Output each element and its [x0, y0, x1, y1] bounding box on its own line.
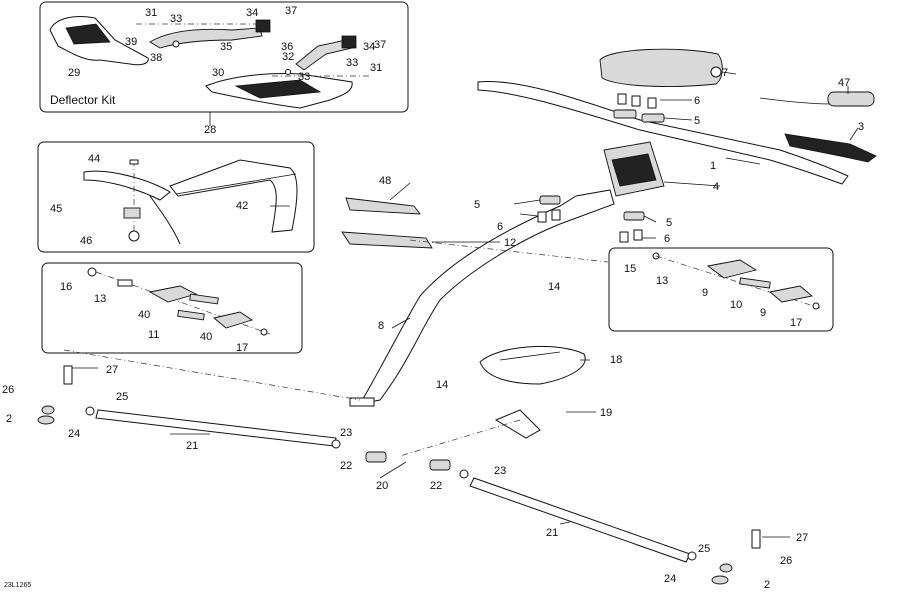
handlebar-part	[477, 81, 877, 185]
callout-27a: 27	[106, 364, 118, 376]
callout-26b: 26	[780, 555, 792, 567]
handlebar-pad-part	[599, 48, 723, 87]
callout-46: 46	[80, 235, 92, 247]
callout-28: 28	[204, 124, 216, 136]
callout-33: 33	[170, 13, 182, 25]
callout-27b: 27	[796, 532, 808, 544]
callout-21a: 21	[186, 440, 198, 452]
callout-48: 48	[379, 175, 391, 187]
callout-2a: 2	[6, 413, 12, 425]
tie-rod-left-part	[95, 409, 337, 447]
callout-34b: 34	[363, 41, 375, 53]
tie-rod-right-part	[469, 477, 691, 563]
callout-39: 39	[125, 36, 137, 48]
callout-40b: 40	[200, 331, 212, 343]
callout-42: 42	[236, 200, 248, 212]
grip-part	[759, 91, 875, 107]
deflector-kit-panel: Deflector Kit	[39, 1, 409, 126]
callout-44: 44	[88, 153, 100, 165]
callout-36: 36	[281, 41, 293, 53]
callout-24a: 24	[68, 428, 80, 440]
callout-11: 11	[148, 329, 159, 341]
callout-19: 19	[600, 407, 612, 419]
callout-31: 31	[145, 7, 157, 19]
callout-18: 18	[610, 354, 622, 366]
callout-4: 4	[713, 181, 719, 193]
callout-5a: 5	[474, 199, 480, 211]
callout-30: 30	[212, 67, 224, 79]
callout-31b: 31	[370, 62, 382, 74]
callout-10: 10	[730, 299, 742, 311]
callout-13a: 13	[94, 293, 106, 305]
callout-6a: 6	[497, 221, 503, 233]
callout-2b: 2	[764, 579, 770, 590]
callout-23b: 23	[494, 465, 506, 477]
right-clamp-detail-panel	[608, 247, 834, 332]
callout-33b: 33	[346, 57, 358, 69]
callout-6b: 6	[664, 233, 670, 245]
callout-23a: 23	[340, 427, 352, 439]
callout-16: 16	[60, 281, 72, 293]
callout-45: 45	[50, 203, 62, 215]
callout-14a: 14	[548, 281, 560, 293]
callout-13b: 13	[656, 275, 668, 287]
callout-38: 38	[150, 52, 162, 64]
callout-25a: 25	[116, 391, 128, 403]
callout-34: 34	[246, 7, 258, 19]
steering-column-part	[349, 189, 615, 407]
callout-1: 1	[710, 160, 716, 172]
callout-8: 8	[378, 320, 384, 332]
callout-37b: 37	[374, 39, 386, 51]
callout-6c: 6	[694, 95, 700, 107]
callout-22b: 22	[430, 480, 442, 492]
top-caps-part	[613, 93, 665, 123]
callout-17b: 17	[790, 317, 802, 329]
leader-lines	[72, 71, 859, 538]
brace-detail-panel	[37, 141, 315, 253]
left-deflector-part	[49, 16, 149, 66]
callout-7: 7	[722, 67, 728, 79]
riser-part	[603, 141, 665, 197]
callout-37: 37	[285, 5, 297, 17]
callout-24b: 24	[664, 573, 676, 585]
callout-9a: 9	[702, 287, 708, 299]
callout-26a: 26	[2, 384, 14, 396]
callout-40a: 40	[138, 309, 150, 321]
callout-15: 15	[624, 263, 636, 275]
callout-33c: 33	[298, 71, 310, 83]
deflector-kit-label: Deflector Kit	[50, 93, 116, 107]
callout-9b: 9	[760, 307, 766, 319]
callout-labels: 31 33 34 37 39 35 36 34 37 32 38 33 31 2…	[2, 5, 864, 591]
callout-29: 29	[68, 67, 80, 79]
callout-12: 12	[504, 237, 516, 249]
callout-47: 47	[838, 77, 850, 89]
callout-5c: 5	[694, 115, 700, 127]
callout-21b: 21	[546, 527, 558, 539]
callout-32: 32	[282, 51, 294, 63]
drawing-code: 23L1265	[4, 582, 31, 589]
left-clamp-detail-panel	[41, 262, 303, 354]
callout-25b: 25	[698, 543, 710, 555]
callout-35: 35	[220, 41, 232, 53]
callout-20: 20	[376, 480, 388, 492]
callout-22a: 22	[340, 460, 352, 472]
cover-plate-part	[479, 346, 586, 385]
callout-17a: 17	[236, 342, 248, 354]
right-deflector-part	[205, 73, 353, 109]
callout-5b: 5	[666, 217, 672, 229]
callout-3: 3	[858, 121, 864, 133]
callout-14b: 14	[436, 379, 448, 391]
